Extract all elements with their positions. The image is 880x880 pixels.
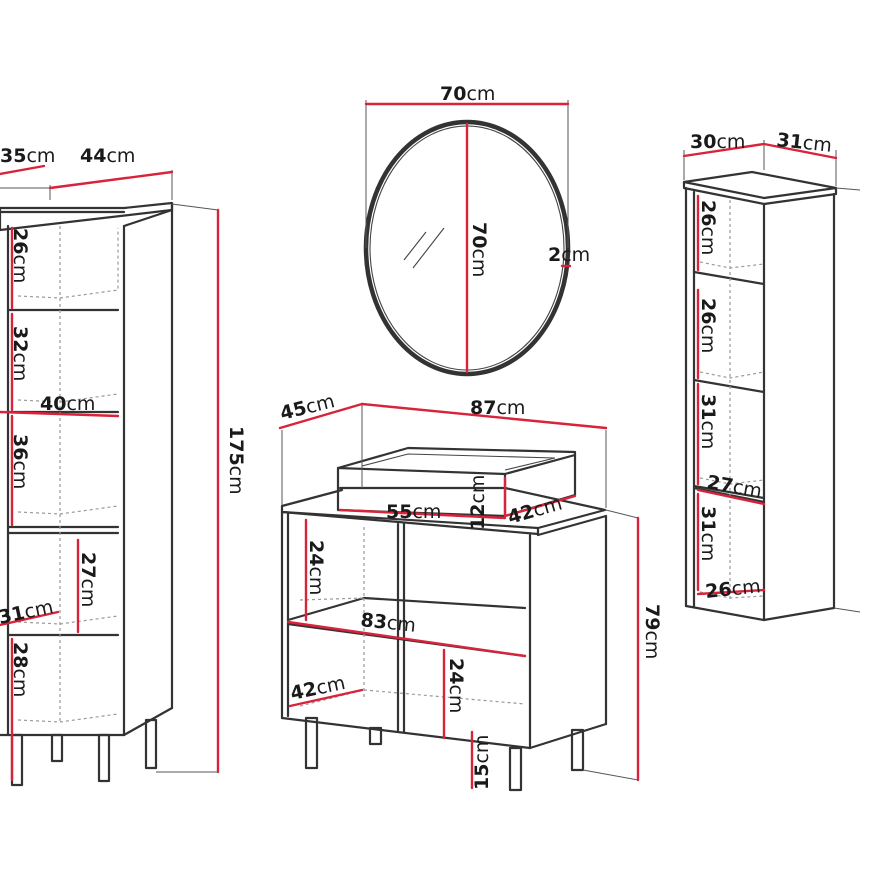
tall-width-label: 44cm [80, 145, 135, 167]
mirror-width-label: 70cm [440, 83, 495, 105]
narrow-shelf-5-label: 26cm [704, 575, 761, 603]
tall-shelf-4-label: 27cm [77, 552, 99, 607]
narrow-shelf-1-label: 26cm [697, 200, 719, 255]
narrow-width-label: 30cm [690, 131, 745, 153]
vanity-leg-height-label: 15cm [471, 735, 493, 790]
leg [10, 733, 24, 787]
vanity-sink-height-label: 12cm [467, 475, 489, 530]
narrow-cabinet-top [682, 170, 838, 200]
mirror: 70cm 70cm 2cm [363, 83, 590, 377]
tall-width-dim-line [48, 170, 174, 190]
tall-height-label: 175cm [225, 426, 247, 495]
vanity-inner-depth-label: 42cm [288, 672, 347, 705]
vanity-inner-width-label: 83cm [359, 609, 416, 637]
tall-shelf-5-label: 28cm [9, 642, 31, 697]
tall-cabinet: 35cm 44cm 175cm 26cm 32cm 40cm 36cm 27cm… [0, 145, 247, 787]
vanity-sink-width-label: 55cm [386, 501, 441, 523]
tall-cabinet-top [0, 201, 174, 232]
narrow-depth-dim-line [762, 142, 838, 160]
vanity: 45cm 87cm 79cm 55cm 12cm 42cm 24cm 83cm … [278, 390, 663, 792]
narrow-shelf-4-label: 31cm [697, 506, 719, 561]
vanity-height-label: 79cm [641, 604, 663, 659]
narrow-cabinet: 30cm 31cm 26cm 26cm 31cm 27cm 31cm 26cm [682, 129, 861, 622]
vanity-width-dim-line [360, 402, 608, 430]
tall-shelf-3-label: 36cm [9, 434, 31, 489]
mirror-height-label: 70cm [468, 222, 490, 277]
narrow-shelf-2-label: 26cm [697, 298, 719, 353]
narrow-width-dim-line [682, 142, 766, 158]
tall-shelf-2-label: 32cm [9, 326, 31, 381]
vanity-upper-height-label: 24cm [305, 540, 327, 595]
tall-depth-label: 35cm [0, 145, 55, 167]
narrow-depth-label: 31cm [775, 129, 832, 157]
vanity-depth-dim-line [278, 402, 364, 430]
vanity-leg [508, 746, 523, 792]
vanity-leg [304, 716, 319, 770]
tall-shelf-1-label: 26cm [9, 228, 31, 283]
narrow-shelf-3-label: 31cm [697, 394, 719, 449]
tall-depth-dim-line [0, 164, 46, 176]
vanity-width-label: 87cm [470, 397, 525, 419]
leg [97, 733, 111, 783]
vanity-lower-height-label: 24cm [445, 658, 467, 713]
narrow-inner-depth-label: 27cm [705, 471, 763, 502]
tall-inner-width-dim-line [0, 410, 120, 418]
tall-inner-width-label: 40cm [40, 393, 95, 415]
mirror-depth-label: 2cm [548, 244, 590, 266]
